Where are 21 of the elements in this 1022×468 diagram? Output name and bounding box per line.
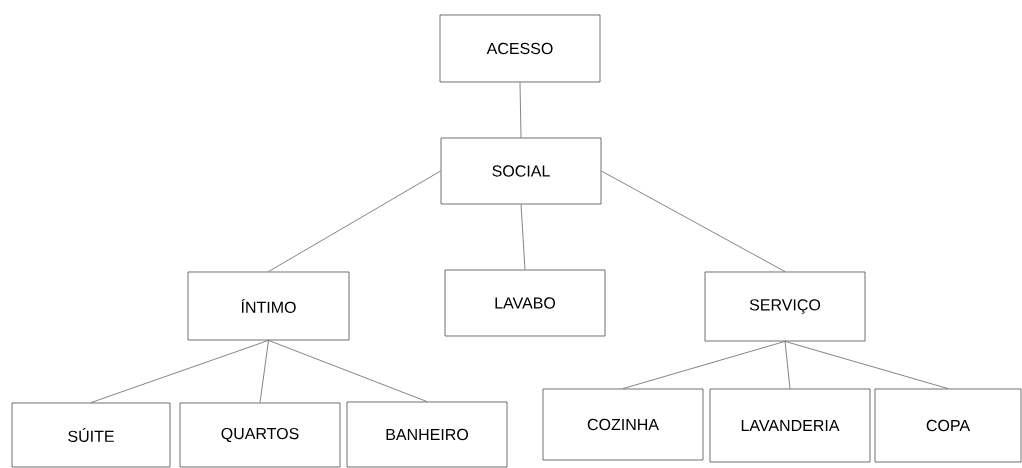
connector-line — [259, 340, 269, 403]
room-box: QUARTOS — [179, 402, 341, 468]
room-box: COPA — [874, 388, 1022, 463]
connector-line — [519, 82, 522, 138]
room-box: LAVABO — [444, 269, 606, 337]
room-box: ACESSO — [439, 14, 601, 83]
room-box: BANHEIRO — [346, 401, 508, 468]
connector-line — [520, 204, 526, 270]
room-box: SERVIÇO — [704, 271, 866, 342]
connector-line — [268, 340, 428, 402]
room-box: LAVANDERIA — [709, 388, 871, 463]
connector-line — [784, 341, 791, 389]
connector-line — [90, 340, 269, 403]
room-box: ÍNTIMO — [187, 271, 350, 341]
connector-line — [622, 341, 786, 389]
connector-line — [784, 341, 949, 389]
connector-line — [268, 170, 441, 272]
room-box: SÚITE — [11, 402, 171, 468]
room-box: SOCIAL — [440, 137, 602, 205]
connector-line — [601, 170, 786, 272]
room-box: COZINHA — [542, 388, 704, 461]
